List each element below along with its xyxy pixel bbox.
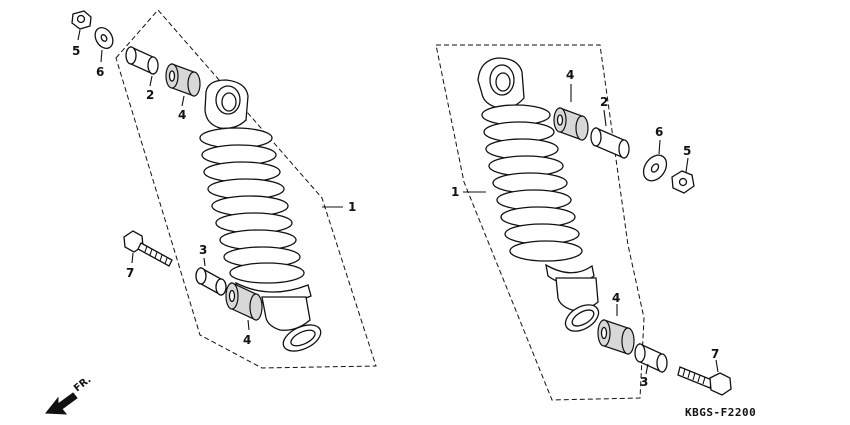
left-shock-assembly: 5 6 2 4 (71, 9, 377, 369)
label-right-1: 1 (451, 185, 459, 199)
label-left-7: 7 (126, 266, 134, 280)
diagram-code: KBGS-F2200 (685, 406, 756, 419)
label-left-4-upper: 4 (178, 108, 186, 122)
label-left-2: 2 (146, 88, 154, 102)
label-right-6: 6 (655, 125, 663, 139)
label-right-4-upper: 4 (566, 68, 574, 82)
label-left-3: 3 (199, 243, 207, 257)
label-left-4-lower: 4 (243, 333, 251, 347)
right-collar-3 (634, 342, 668, 374)
front-direction-arrow: FR. (44, 374, 93, 415)
left-washer-6 (94, 27, 114, 49)
left-collar-3 (195, 266, 227, 297)
left-shock-absorber-1 (199, 79, 322, 352)
direction-label: FR. (72, 374, 93, 394)
direction-arrow-icon (44, 392, 78, 415)
left-bushing-4-upper (165, 63, 201, 97)
label-right-7: 7 (711, 347, 719, 361)
right-shock-assembly: 1 4 2 6 5 (435, 44, 732, 401)
left-assembly-outline (115, 9, 377, 369)
right-bolt-7 (677, 366, 732, 396)
label-right-2: 2 (600, 95, 608, 109)
left-collar-2 (125, 45, 159, 76)
right-collar-2 (590, 127, 630, 159)
label-right-4-lower: 4 (612, 291, 620, 305)
left-bushing-4-lower (225, 282, 263, 321)
right-washer-6 (642, 154, 668, 182)
label-right-3: 3 (640, 375, 648, 389)
label-left-1: 1 (348, 200, 356, 214)
left-nut-5 (71, 10, 92, 30)
right-bushing-4-upper (553, 107, 589, 141)
right-shock-absorber-1 (477, 57, 600, 332)
left-bolt-7 (123, 230, 173, 267)
right-nut-5 (671, 170, 695, 194)
label-left-5: 5 (72, 44, 80, 58)
label-right-5: 5 (683, 144, 691, 158)
right-bushing-4-lower (597, 319, 635, 355)
label-left-6: 6 (96, 65, 104, 79)
